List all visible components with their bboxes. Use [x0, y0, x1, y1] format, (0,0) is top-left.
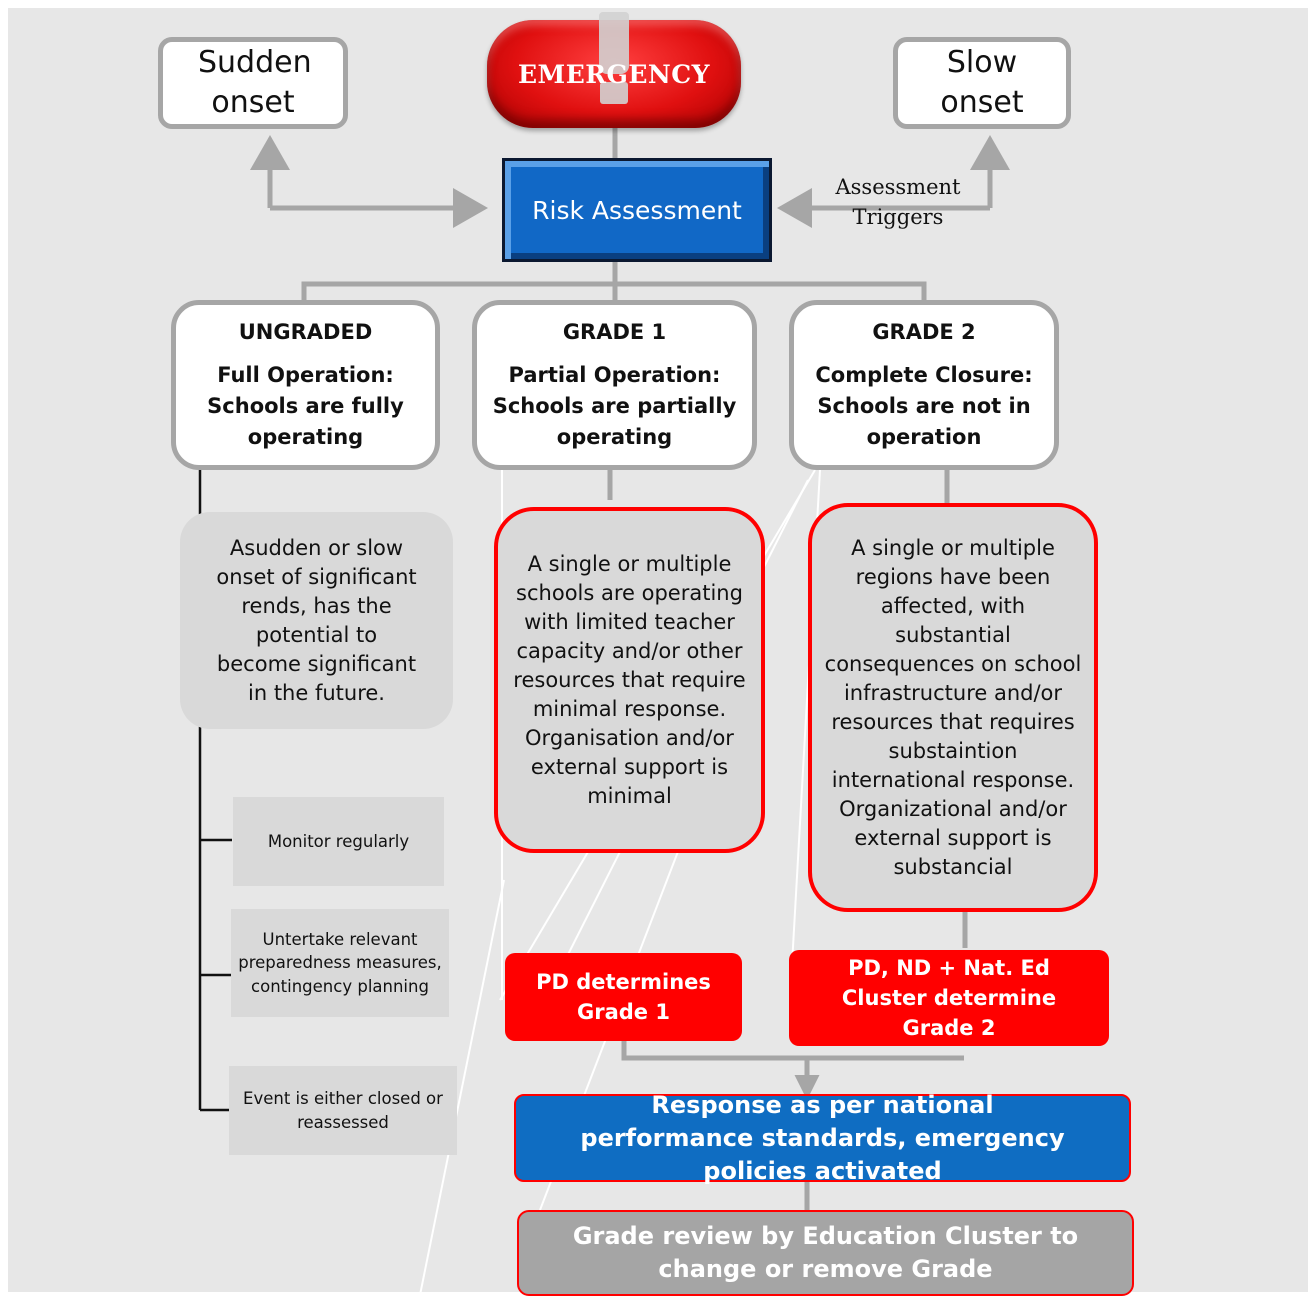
ungraded-description: Asudden or slow onset of significant ren…: [180, 512, 453, 729]
grade-1-determination: PD determines Grade 1: [505, 953, 742, 1041]
action-monitor: Monitor regularly: [233, 797, 444, 886]
grade-ungraded-title: UNGRADED: [238, 320, 373, 344]
grade-2-title: GRADE 2: [872, 320, 976, 344]
grade-ungraded-box: UNGRADED Full Operation: Schools are ful…: [171, 300, 440, 470]
slow-onset-label: Slow onset: [940, 45, 1024, 120]
grade-1-box: GRADE 1 Partial Operation: Schools are p…: [472, 300, 757, 470]
sudden-onset-box: Sudden onset: [158, 37, 348, 129]
risk-assessment-label: Risk Assessment: [532, 195, 742, 225]
exclamation-icon: [599, 12, 629, 104]
emergency-banner: EMERGENCY: [487, 12, 741, 128]
risk-assessment-box: Risk Assessment: [502, 158, 772, 262]
response-box: Response as per national performance sta…: [514, 1091, 1131, 1185]
emergency-label: EMERGENCY: [517, 59, 711, 89]
assessment-triggers-label: Assessment Triggers: [835, 175, 961, 229]
sudden-onset-label: Sudden onset: [198, 45, 312, 120]
grade-1-subtitle: Partial Operation: Schools are partially…: [492, 363, 737, 449]
grade-1-description: A single or multiple schools are operati…: [494, 507, 765, 853]
action-preparedness: Untertake relevant preparedness measures…: [231, 909, 449, 1017]
grade-2-subtitle: Complete Closure: Schools are not in ope…: [815, 363, 1033, 449]
grade-review-box: Grade review by Education Cluster to cha…: [517, 1210, 1134, 1296]
grade-2-description: A single or multiple regions have been a…: [808, 503, 1098, 912]
grade-2-determination: PD, ND + Nat. Ed Cluster determine Grade…: [789, 950, 1109, 1046]
grade-1-title: GRADE 1: [562, 320, 667, 344]
grade-2-box: GRADE 2 Complete Closure: Schools are no…: [789, 300, 1059, 470]
grade-ungraded-subtitle: Full Operation: Schools are fully operat…: [207, 363, 404, 449]
action-closed-or-reassessed: Event is either closed or reassessed: [229, 1066, 457, 1155]
slow-onset-box: Slow onset: [893, 37, 1071, 129]
